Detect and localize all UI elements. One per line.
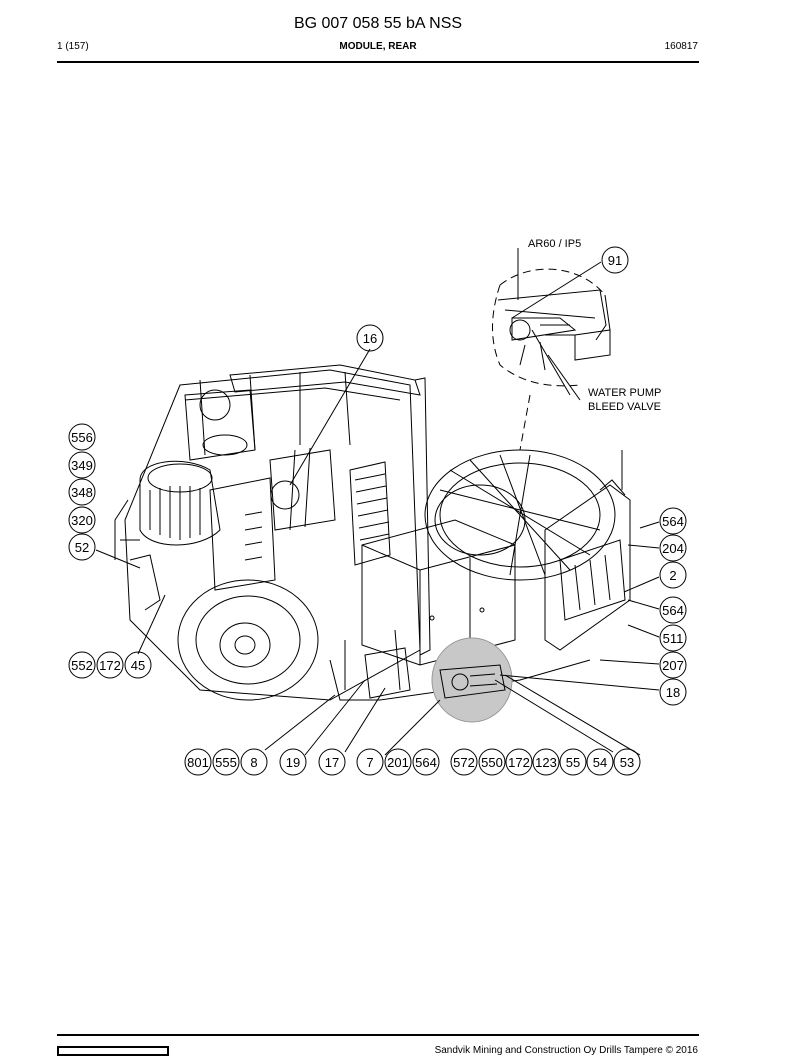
- svg-text:17: 17: [325, 755, 339, 770]
- callout-564: 564: [659, 596, 687, 624]
- svg-text:207: 207: [662, 658, 684, 673]
- page-number: 1 (157): [57, 41, 89, 52]
- svg-text:201: 201: [387, 755, 409, 770]
- svg-text:556: 556: [71, 430, 93, 445]
- callout-54: 54: [586, 748, 614, 776]
- svg-text:320: 320: [71, 513, 93, 528]
- callout-801: 801: [184, 748, 212, 776]
- callout-207: 207: [659, 651, 687, 679]
- callout-201: 201: [384, 748, 412, 776]
- svg-text:16: 16: [363, 331, 377, 346]
- svg-text:123: 123: [535, 755, 557, 770]
- callout-550: 550: [478, 748, 506, 776]
- svg-text:91: 91: [608, 253, 622, 268]
- callout-91: 91: [601, 246, 629, 274]
- svg-text:801: 801: [187, 755, 209, 770]
- svg-text:349: 349: [71, 458, 93, 473]
- leader-lines: [95, 248, 660, 756]
- callout-556: 556: [68, 423, 96, 451]
- callout-18: 18: [659, 678, 687, 706]
- detail-circle-bottom: [431, 637, 513, 723]
- svg-text:7: 7: [366, 755, 373, 770]
- svg-text:564: 564: [415, 755, 437, 770]
- svg-text:19: 19: [286, 755, 300, 770]
- svg-text:53: 53: [620, 755, 634, 770]
- note-ar60: AR60 / IP5: [528, 238, 581, 250]
- section-title: MODULE, REAR: [339, 41, 417, 52]
- note-bleed-valve: BLEED VALVE: [588, 401, 661, 413]
- callout-555: 555: [212, 748, 240, 776]
- callout-123: 123: [532, 748, 560, 776]
- callout-2: 2: [659, 561, 687, 589]
- detail-connector-line: [519, 394, 531, 451]
- sandvik-logo: [57, 1046, 169, 1056]
- svg-text:172: 172: [99, 658, 121, 673]
- detail-circle-top: [492, 268, 611, 387]
- svg-text:564: 564: [662, 514, 684, 529]
- document-title: BG 007 058 55 bA NSS: [293, 15, 463, 32]
- callout-16: 16: [356, 324, 384, 352]
- svg-text:8: 8: [250, 755, 257, 770]
- svg-text:18: 18: [666, 685, 680, 700]
- callout-17: 17: [318, 748, 346, 776]
- svg-text:348: 348: [71, 485, 93, 500]
- svg-text:555: 555: [215, 755, 237, 770]
- callout-53: 53: [613, 748, 641, 776]
- svg-text:564: 564: [662, 603, 684, 618]
- svg-text:55: 55: [566, 755, 580, 770]
- callout-55: 55: [559, 748, 587, 776]
- svg-text:2: 2: [669, 568, 676, 583]
- callout-564: 564: [412, 748, 440, 776]
- header-rule: [57, 61, 699, 63]
- callout-45: 45: [124, 651, 152, 679]
- callout-19: 19: [279, 748, 307, 776]
- callout-7: 7: [356, 748, 384, 776]
- callout-52: 52: [68, 533, 96, 561]
- svg-text:52: 52: [75, 540, 89, 555]
- date-code: 160817: [664, 41, 698, 52]
- callout-204: 204: [659, 534, 687, 562]
- callout-348: 348: [68, 478, 96, 506]
- callout-320: 320: [68, 506, 96, 534]
- svg-text:172: 172: [508, 755, 530, 770]
- callout-172: 172: [96, 651, 124, 679]
- machine-illustration: [114, 364, 631, 701]
- callout-572: 572: [450, 748, 478, 776]
- callout-564: 564: [659, 507, 687, 535]
- footer-copyright: Sandvik Mining and Construction Oy Drill…: [434, 1045, 698, 1056]
- svg-text:45: 45: [131, 658, 145, 673]
- callout-172: 172: [505, 748, 533, 776]
- svg-text:54: 54: [593, 755, 607, 770]
- svg-text:552: 552: [71, 658, 93, 673]
- callout-349: 349: [68, 451, 96, 479]
- callout-511: 511: [659, 624, 687, 652]
- svg-text:550: 550: [481, 755, 503, 770]
- svg-text:572: 572: [453, 755, 475, 770]
- svg-text:511: 511: [663, 631, 684, 646]
- callout-8: 8: [240, 748, 268, 776]
- callout-552: 552: [68, 651, 96, 679]
- svg-text:204: 204: [662, 541, 684, 556]
- note-water-pump: WATER PUMP: [588, 387, 661, 399]
- footer-rule: [57, 1034, 699, 1036]
